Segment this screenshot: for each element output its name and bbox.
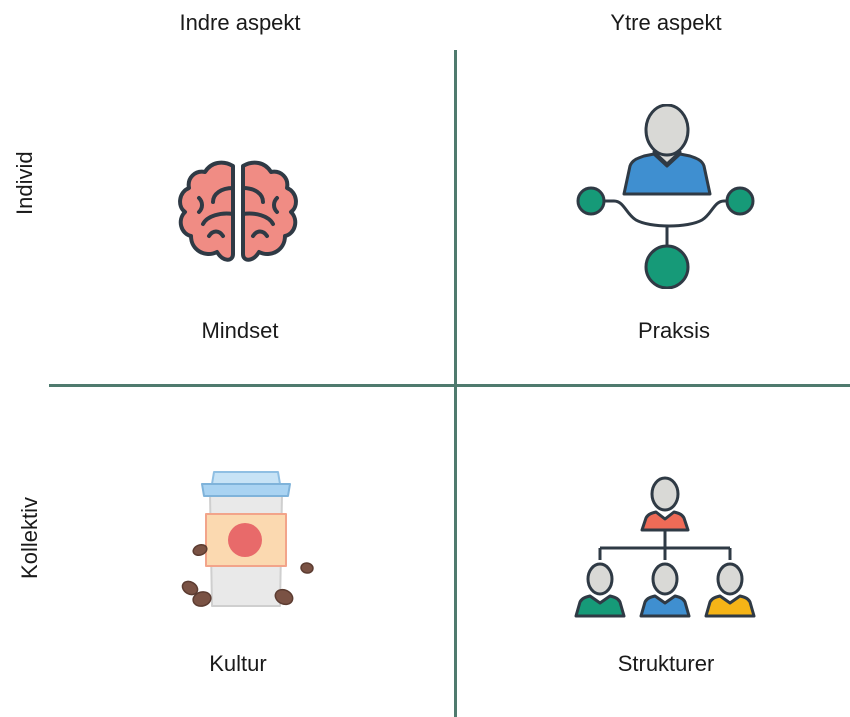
brain-icon — [178, 160, 298, 262]
vertical-axis-line — [454, 50, 457, 717]
quadrant-label-mindset: Mindset — [201, 318, 279, 343]
horizontal-axis-line — [49, 384, 850, 387]
row-header-collective: Kollektiv — [17, 497, 42, 579]
row-header-individual: Individ — [12, 151, 37, 215]
quadrant-label-kultur: Kultur — [209, 651, 267, 676]
coffee-cup-icon — [181, 471, 314, 607]
person-network-icon — [576, 104, 755, 289]
quadrant-label-praksis: Praksis — [637, 318, 711, 343]
column-header-outer: Ytre aspekt — [610, 10, 722, 35]
quadrant-label-strukturer: Strukturer — [617, 651, 715, 676]
column-header-inner: Indre aspekt — [179, 10, 301, 35]
org-chart-icon — [574, 476, 756, 618]
